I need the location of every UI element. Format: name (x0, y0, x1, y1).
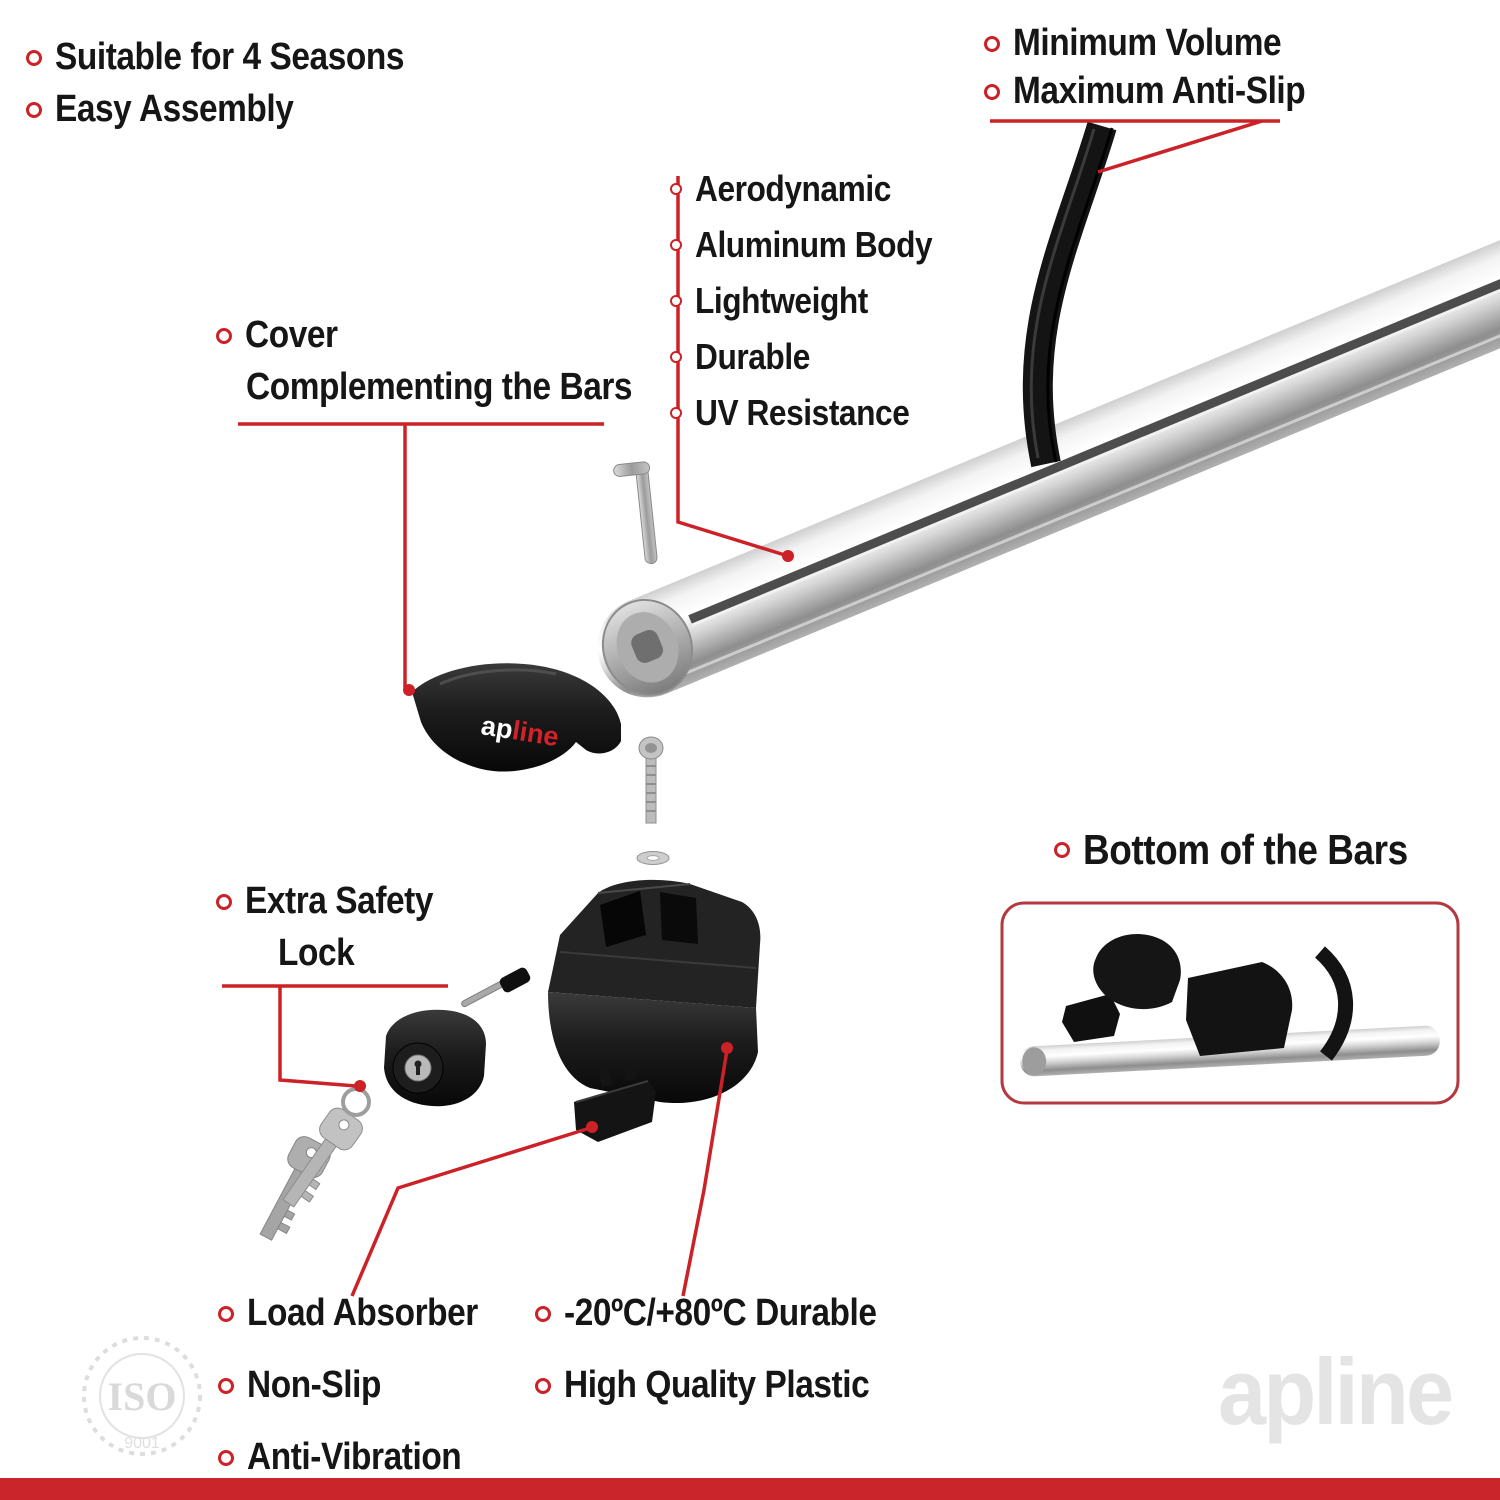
bullet-icon (218, 1449, 234, 1466)
bar-feature-1: Aerodynamic (670, 168, 918, 210)
feature-label: Aerodynamic (695, 168, 891, 209)
connector-dots (354, 550, 794, 1133)
feature-label: Anti-Vibration (247, 1436, 462, 1478)
feature-label: Minimum Volume (1013, 22, 1282, 64)
lock-label: Extra Safety (245, 880, 434, 922)
cover-logo-ap: ap (479, 710, 515, 745)
bottom-right-2: High Quality Plastic (535, 1364, 911, 1407)
bullet-icon (670, 295, 682, 307)
bottom-left-1: Load Absorber (218, 1292, 509, 1335)
foot-clamp (548, 879, 761, 1104)
bullet-icon (535, 1377, 551, 1394)
cover-label-line2: Complementing the Bars (246, 366, 685, 409)
bullet-icon (535, 1305, 551, 1322)
washer (636, 851, 670, 865)
footer-accent-bar (0, 1478, 1500, 1500)
allen-key (613, 461, 658, 565)
aluminum-bar (597, 229, 1500, 698)
bottom-bars-inset (1000, 901, 1460, 1105)
lock-label-line2: Lock (278, 932, 365, 975)
bullet-icon (218, 1377, 234, 1394)
bullet-icon (26, 101, 42, 118)
feature-label: Lightweight (695, 280, 868, 321)
bullet-icon (984, 83, 1000, 100)
connector-lines (222, 119, 1280, 1297)
bottom-left-2: Non-Slip (218, 1364, 399, 1407)
feature-label: Load Absorber (247, 1292, 478, 1334)
bar-feature-5: UV Resistance (670, 392, 939, 434)
feature-label: Suitable for 4 Seasons (55, 36, 404, 78)
lock-label-line1: Extra Safety (216, 880, 459, 923)
feature-top-right-1: Minimum Volume (984, 22, 1318, 65)
apline-watermark: apline (1218, 1339, 1454, 1444)
bar-feature-3: Lightweight (670, 280, 891, 322)
keys (259, 1087, 371, 1241)
bullet-icon (670, 239, 682, 251)
bottom-right-1: -20ºC/+80ºC Durable (535, 1292, 919, 1335)
bullet-icon (670, 183, 682, 195)
iso-title: ISO (108, 1374, 177, 1419)
bullet-icon (216, 893, 232, 910)
bottom-of-bars-label: Bottom of the Bars (1083, 826, 1408, 873)
cover-logo: apline (479, 710, 561, 752)
feature-label: -20ºC/+80ºC Durable (564, 1292, 877, 1334)
bottom-of-bars-heading: Bottom of the Bars (1054, 826, 1452, 874)
feature-label: Durable (695, 336, 810, 377)
feature-top-left-2: Easy Assembly (26, 88, 326, 131)
feature-top-right-2: Maximum Anti-Slip (984, 70, 1345, 113)
feature-label: UV Resistance (695, 392, 910, 433)
bolt (638, 736, 664, 824)
cover-label-cont: Complementing the Bars (246, 366, 633, 408)
bullet-icon (984, 35, 1000, 52)
cover-label: Cover (245, 314, 338, 356)
iso-badge: ISO 9001 (82, 1336, 202, 1456)
feature-label: Aluminum Body (695, 224, 933, 265)
feature-label: Easy Assembly (55, 88, 294, 130)
feature-top-left-1: Suitable for 4 Seasons (26, 36, 452, 79)
feature-label: Non-Slip (247, 1364, 381, 1406)
feature-label: Maximum Anti-Slip (1013, 70, 1306, 112)
lock-label-cont: Lock (278, 932, 355, 974)
cover-label-line1: Cover (216, 314, 350, 357)
cover-logo-line: line (510, 715, 561, 752)
bullet-icon (218, 1305, 234, 1322)
feature-label: High Quality Plastic (564, 1364, 870, 1406)
bullet-icon (216, 327, 232, 344)
bullet-icon (670, 351, 682, 363)
bottom-left-3: Anti-Vibration (218, 1436, 491, 1479)
bullet-icon (26, 49, 42, 66)
bar-feature-2: Aluminum Body (670, 224, 965, 266)
rubber-strip (1022, 121, 1117, 468)
bar-feature-4: Durable (670, 336, 826, 378)
lock-cylinder (384, 967, 531, 1107)
bullet-icon (1054, 842, 1070, 858)
bullet-icon (670, 407, 682, 419)
iso-subtitle: 9001 (124, 1435, 160, 1452)
cover-cap: apline (412, 663, 621, 772)
